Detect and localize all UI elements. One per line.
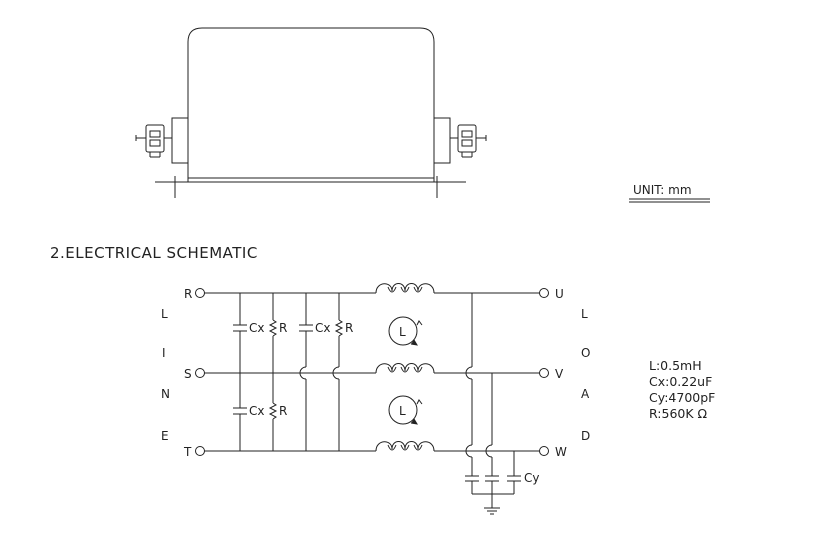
cx-label-2: Cx — [315, 321, 330, 335]
terminal-w-icon — [539, 446, 549, 456]
line-letter-2: I — [162, 346, 166, 360]
terminal-t-icon — [195, 446, 205, 456]
line-letter-4: E — [161, 429, 169, 443]
terminal-r-icon — [195, 288, 205, 298]
inductor-s-icon — [375, 363, 435, 374]
cx-label-3: Cx — [249, 404, 264, 418]
r-label-1: R — [279, 321, 287, 335]
terminal-label-t: T — [183, 445, 192, 459]
coupling-arrow-upper-icon — [388, 316, 423, 346]
spec-cx: Cx:0.22uF — [649, 374, 712, 389]
cx-label-1: Cx — [249, 321, 264, 335]
line-letter-1: L — [161, 307, 168, 321]
terminal-label-u: U — [555, 287, 564, 301]
r-label-3: R — [279, 404, 287, 418]
terminal-s-icon — [195, 368, 205, 378]
terminal-label-w: W — [555, 445, 567, 459]
terminal-label-r: R — [184, 287, 192, 301]
line-letter-3: N — [161, 387, 170, 401]
inductor-r-icon — [375, 283, 435, 294]
coupling-arrow-lower-icon — [388, 395, 423, 425]
r-label-2: R — [345, 321, 353, 335]
section-title: 2.ELECTRICAL SCHEMATIC — [50, 244, 258, 262]
terminal-v-icon — [539, 368, 549, 378]
filter-enclosure-drawing — [135, 27, 487, 198]
load-letter-3: A — [581, 387, 590, 401]
terminal-label-v: V — [555, 367, 564, 381]
terminal-u-icon — [539, 288, 549, 298]
inductor-label-lower: L — [399, 404, 406, 418]
load-letter-1: L — [581, 307, 588, 321]
spec-resistance: R:560K Ω — [649, 406, 708, 421]
unit-label: UNIT: mm — [633, 183, 692, 197]
cy-label: Cy — [524, 471, 539, 485]
schematic-wires — [204, 292, 540, 515]
right-terminal-icon — [450, 124, 487, 158]
inductor-t-icon — [375, 441, 435, 452]
load-letter-4: D — [581, 429, 590, 443]
load-letter-2: O — [581, 346, 590, 360]
inductor-label-upper: L — [399, 325, 406, 339]
left-terminal-icon — [135, 124, 172, 158]
spec-cy: Cy:4700pF — [649, 390, 715, 405]
terminal-label-s: S — [184, 367, 192, 381]
spec-inductance: L:0.5mH — [649, 358, 702, 373]
